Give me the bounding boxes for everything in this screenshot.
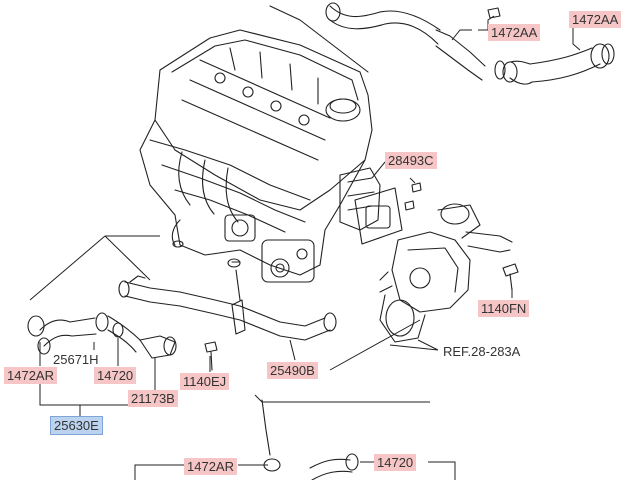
part-label-1472AA-upper-left[interactable]: 1472AA	[488, 24, 541, 41]
part-label-1140FN[interactable]: 1140FN	[478, 300, 530, 317]
assembly-label-25630E[interactable]: 25630E	[50, 416, 103, 435]
bolt-parts	[204, 7, 519, 371]
thermostat-housing	[379, 203, 513, 343]
reference-label[interactable]: REF.28-283A	[443, 344, 521, 359]
part-label-21173B[interactable]: 21173B	[128, 390, 178, 407]
part-label-14720-bottom[interactable]: 14720	[374, 454, 417, 471]
heater-hoses	[27, 258, 359, 480]
part-label-1472AR-bottom[interactable]: 1472AR	[184, 458, 237, 475]
part-label-1140EJ[interactable]: 1140EJ	[180, 373, 230, 390]
part-label-25671H[interactable]: 25671H	[53, 352, 99, 367]
leader-lines	[29, 15, 581, 480]
engine-block	[139, 5, 403, 283]
part-label-28493C[interactable]: 28493C	[385, 152, 437, 169]
part-label-25490B[interactable]: 25490B	[267, 362, 318, 379]
upper-hoses	[325, 2, 615, 85]
part-label-1472AR-left[interactable]: 1472AR	[4, 367, 57, 384]
part-label-1472AA-upper-right[interactable]: 1472AA	[569, 11, 622, 28]
part-label-14720-left[interactable]: 14720	[94, 367, 137, 384]
